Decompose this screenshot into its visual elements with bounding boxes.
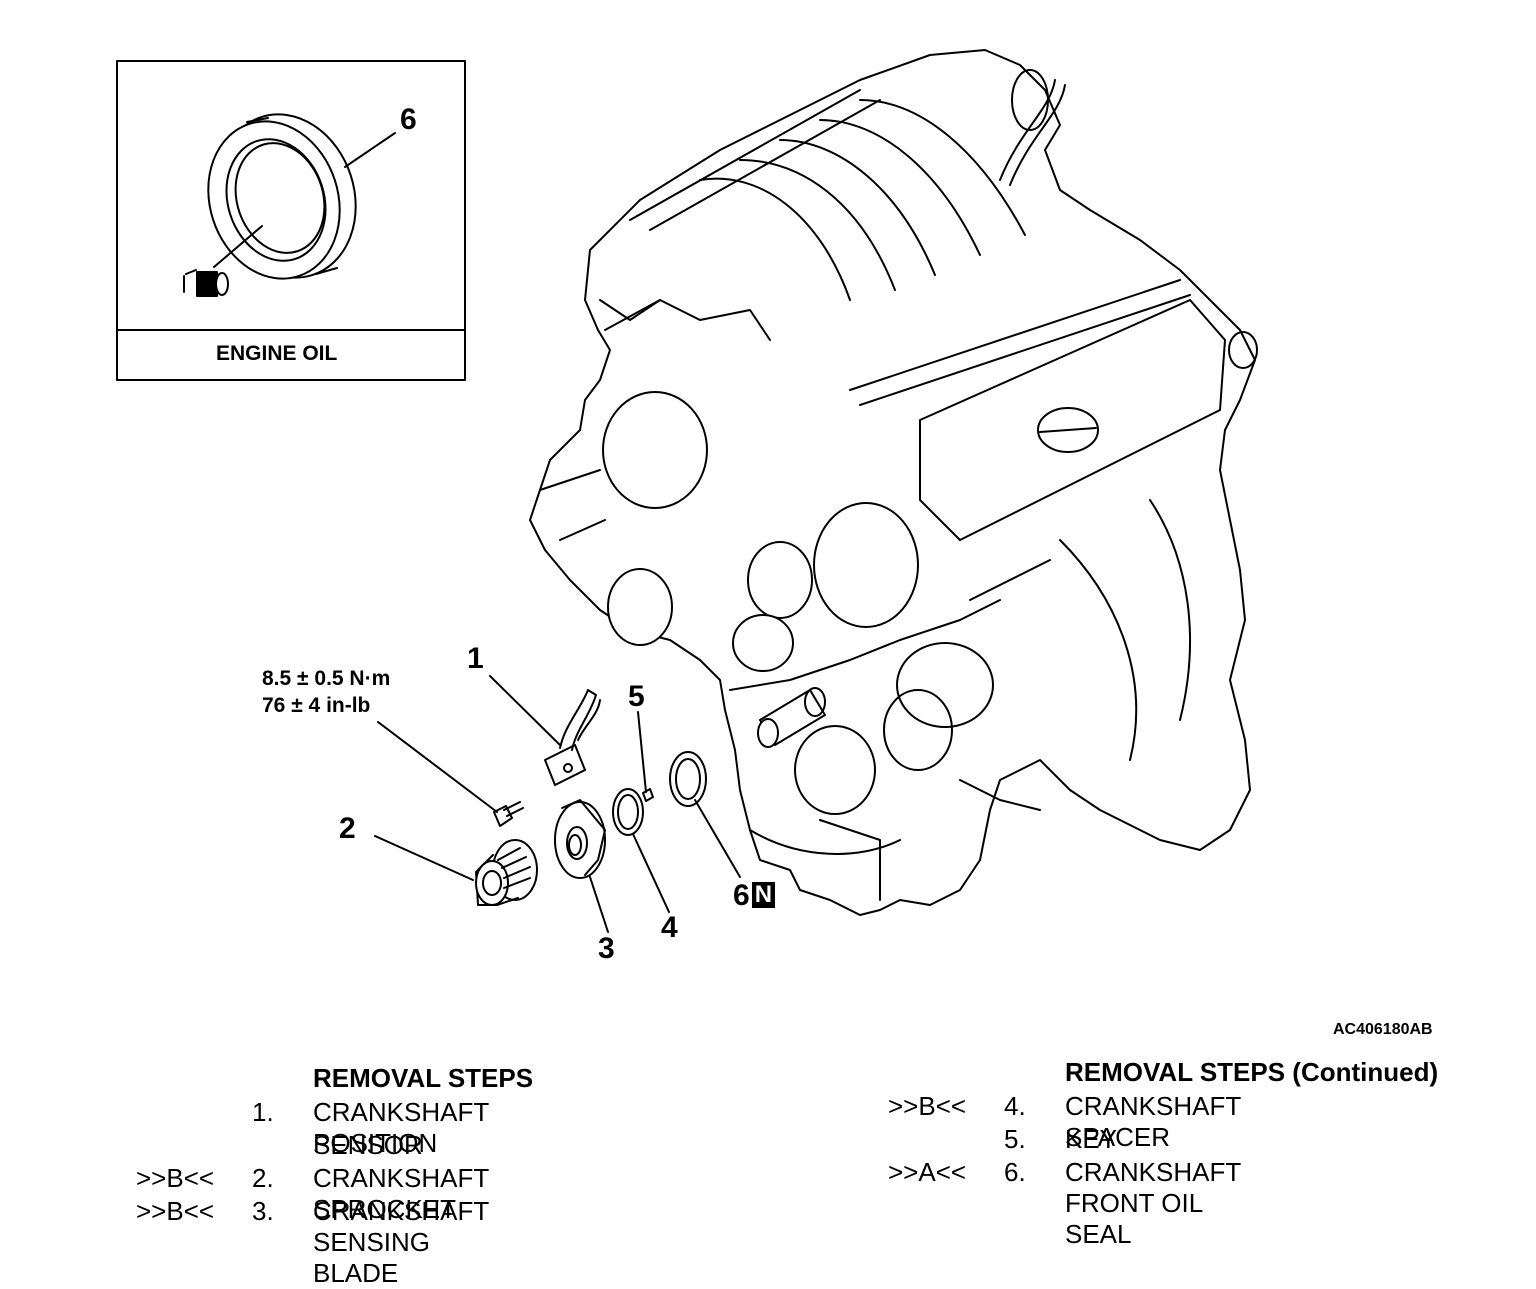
step-number: 4. — [1004, 1091, 1026, 1121]
step-reference-tag: >>A<< — [888, 1157, 967, 1187]
engine-oil-inset — [116, 60, 466, 381]
torque-spec-inlb: 76 ± 4 in-lb — [262, 694, 371, 717]
inset-callout-6: 6 — [400, 103, 417, 136]
step-name: CRANKSHAFT POSITION — [313, 1097, 489, 1158]
leader-1 — [489, 675, 561, 746]
crankshaft-front-oil-seal-part — [669, 751, 707, 807]
step-name: KEY — [1065, 1124, 1118, 1154]
step-name: CRANKSHAFT SPACER — [1065, 1091, 1241, 1152]
callout-6-number: 6 — [733, 879, 750, 912]
inset-leader-line — [344, 132, 396, 168]
step-name: CRANKSHAFT SPROCKET — [313, 1163, 489, 1224]
leader-6 — [694, 799, 741, 878]
oil-apply-leader — [213, 225, 263, 268]
leader-torque — [377, 721, 498, 813]
callout-2: 2 — [339, 812, 356, 845]
leader-4 — [632, 833, 670, 913]
step-reference-tag: >>B<< — [136, 1196, 215, 1226]
leader-2 — [374, 835, 474, 881]
step-reference-tag: >>B<< — [136, 1163, 215, 1193]
step-number: 3. — [252, 1196, 274, 1226]
crankshaft-spacer-part — [612, 788, 644, 836]
step-name: CRANKSHAFT FRONT OIL SEAL — [1065, 1157, 1241, 1249]
step-number: 6. — [1004, 1157, 1026, 1187]
engine-block-illustration — [529, 49, 1258, 916]
leader-5 — [637, 711, 647, 793]
new-part-badge: N — [751, 882, 776, 908]
removal-steps-continued-title: REMOVAL STEPS (Continued) — [1065, 1057, 1439, 1087]
sensor-bolt-part — [493, 801, 524, 827]
crankshaft-position-sensor-part — [544, 689, 601, 786]
step-reference-tag: >>B<< — [888, 1091, 967, 1121]
callout-3: 3 — [598, 932, 615, 965]
step-name: CRANKSHAFT SENSING BLADE — [313, 1196, 489, 1288]
crankshaft-sensing-blade-part — [554, 799, 606, 879]
oil-can-icon — [183, 269, 229, 297]
callout-1: 1 — [467, 642, 484, 675]
leader-3 — [589, 876, 609, 933]
exploded-view-diagram — [116, 49, 1258, 933]
crankshaft-sprocket-part — [475, 839, 538, 906]
callout-4: 4 — [661, 911, 678, 944]
figure-code: AC406180AB — [1333, 1021, 1433, 1038]
torque-spec-nm: 8.5 ± 0.5 N·m — [262, 667, 391, 690]
key-part — [642, 788, 654, 802]
step-number: 1. — [252, 1097, 274, 1127]
engine-oil-label: ENGINE OIL — [216, 342, 338, 365]
step-name-continued: SENSOR — [313, 1130, 423, 1160]
step-number: 5. — [1004, 1124, 1026, 1154]
removal-steps-title: REMOVAL STEPS — [313, 1063, 534, 1093]
step-number: 2. — [252, 1163, 274, 1193]
oil-seal-inset-illustration — [207, 113, 357, 280]
callout-5: 5 — [628, 680, 645, 713]
